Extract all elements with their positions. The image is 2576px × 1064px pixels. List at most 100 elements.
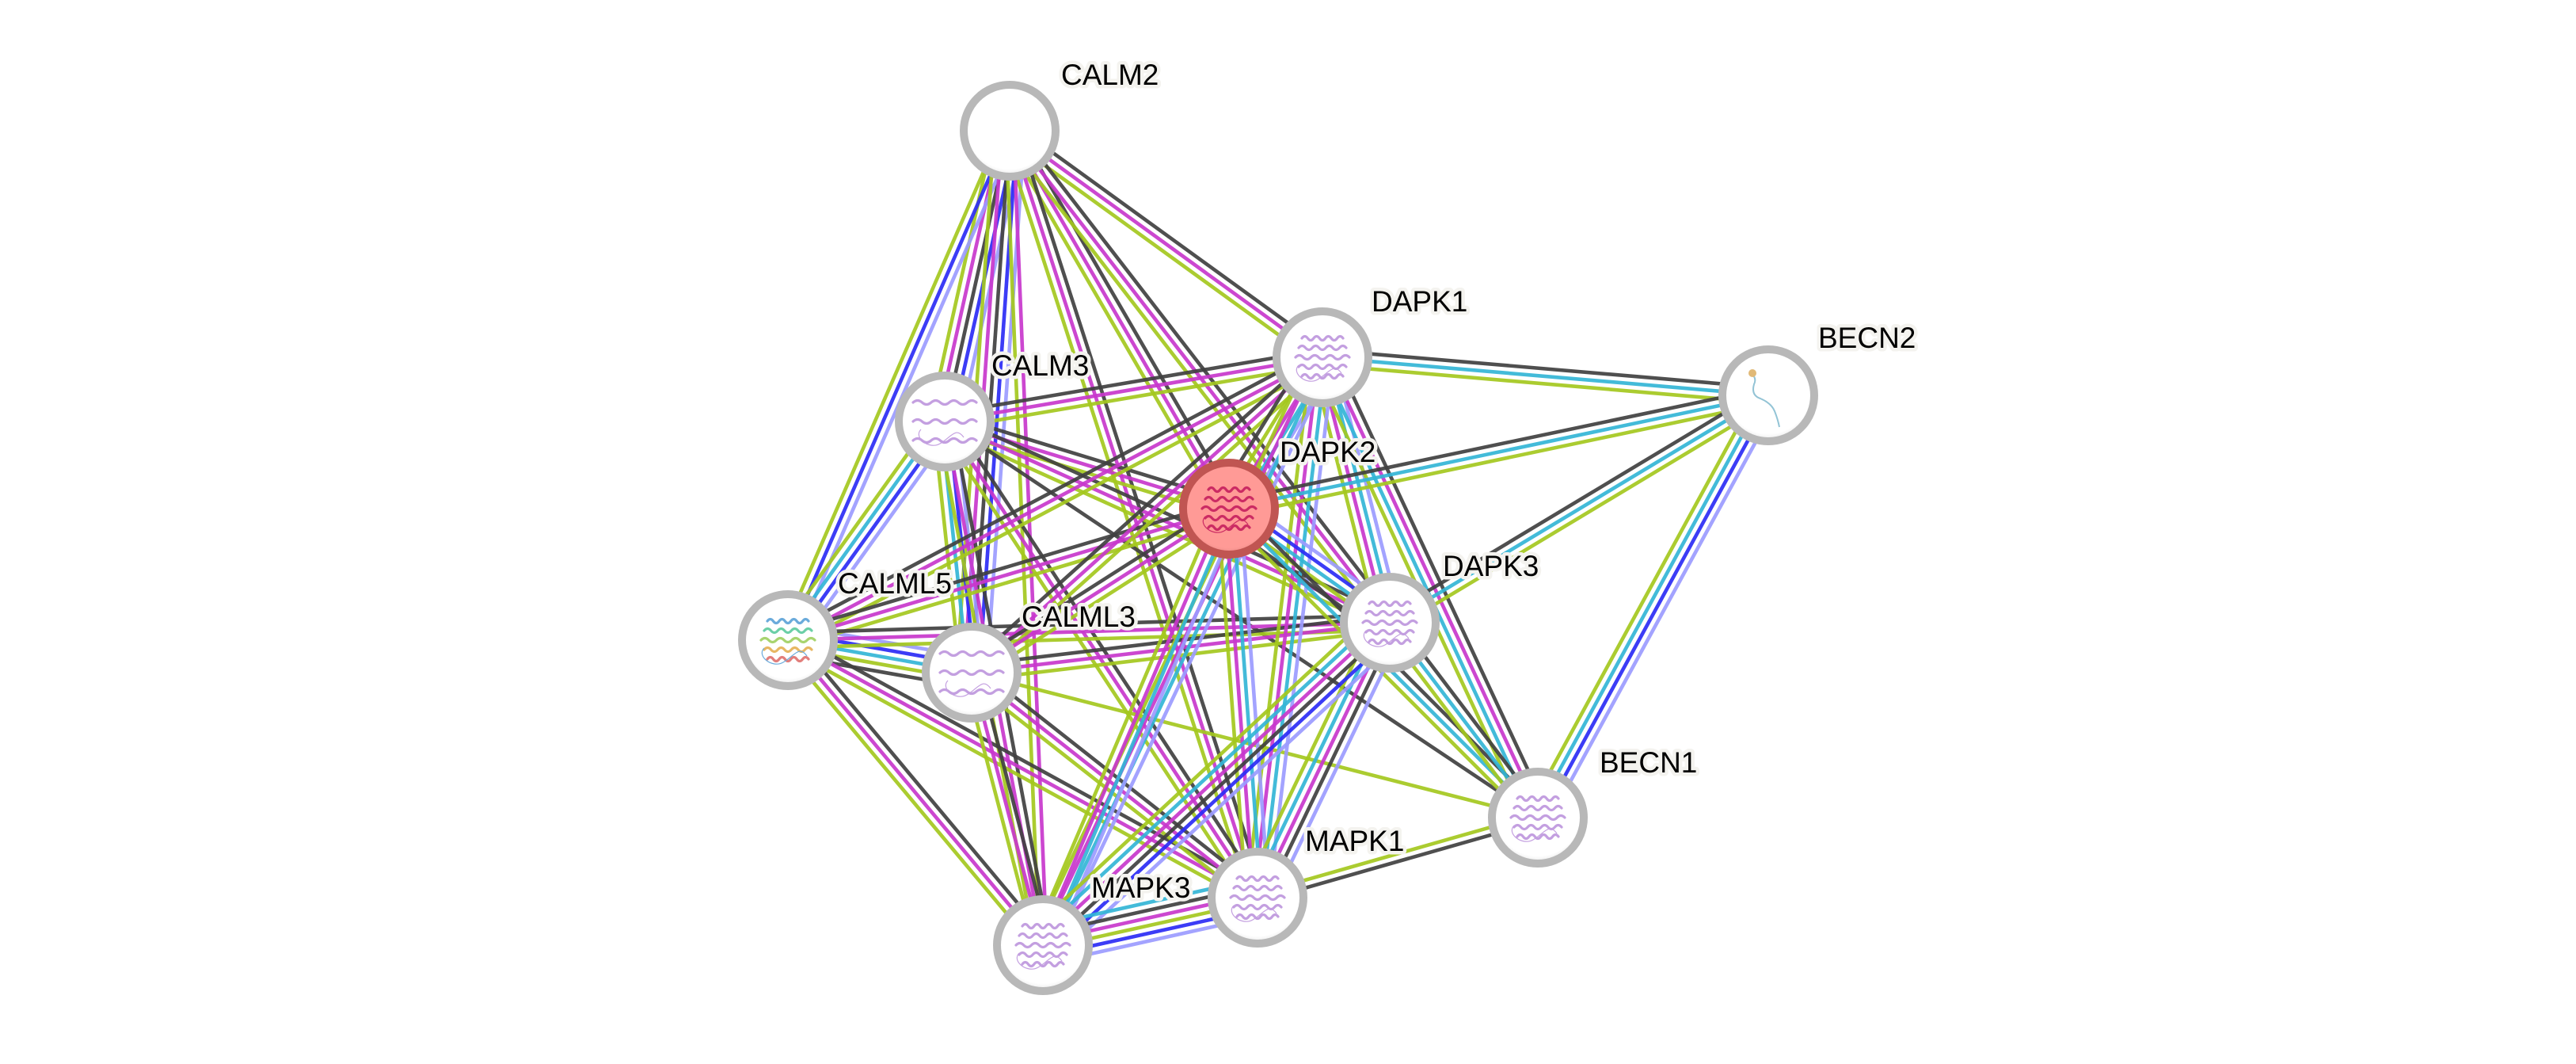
edge-calm2-dapk1[interactable] [1004,123,1328,365]
node-circle[interactable] [1488,768,1588,868]
edge-line-databases [1228,393,1769,511]
node-dapk1[interactable] [1273,307,1372,407]
node-becn1[interactable] [1488,768,1588,868]
edge-line-coexpression [1384,387,1766,618]
edge-line-coexpression [1014,126,1238,506]
edge-line-textmining [783,645,1255,906]
edge-dapk1-becn1[interactable] [1311,351,1550,824]
node-circle[interactable] [738,590,838,690]
node-calml5[interactable] [738,590,838,690]
node-label-calm3[interactable]: CALM3 [988,346,1093,386]
node-dapk2[interactable] [1179,459,1279,559]
node-circle[interactable] [922,623,1022,723]
edge-calml5-dapk1[interactable] [783,349,1327,649]
edge-line-homology [1266,358,1336,899]
edge-line-textmining [965,677,1254,906]
node-label-calml5[interactable]: CALML5 [835,564,956,604]
node-label-mapk3[interactable]: MAPK3 [1088,868,1194,908]
node-circle[interactable] [1340,573,1440,673]
node-calml3[interactable] [922,623,1022,723]
edge-dapk3-becn2[interactable] [1384,387,1774,631]
edge-line-coexpression [1262,625,1398,902]
edge-line-coexpression [965,350,1319,669]
edges-layer [777,123,1780,966]
node-label-dapk3[interactable]: DAPK3 [1440,547,1543,586]
edge-dapk1-mapk1[interactable] [1244,356,1336,899]
node-dapk3[interactable] [1340,573,1440,673]
protein-structure-icon [1229,875,1286,922]
edge-line-databases [1033,612,1383,939]
edge-line-textmining [1230,401,1771,518]
edge-line-coexpression [1014,124,1398,620]
node-mapk3[interactable] [993,895,1093,995]
node-label-dapk1[interactable]: DAPK1 [1368,282,1471,322]
node-label-becn2[interactable]: BECN2 [1815,318,1920,358]
edge-line-experiments [1223,509,1256,898]
node-label-becn1[interactable]: BECN1 [1596,743,1701,783]
protein-structure-icon [759,617,816,665]
edge-line-experiments [1008,129,1324,359]
nodes-layer [738,81,1818,995]
edge-line-homology [1051,512,1242,951]
edge-line-textmining [790,362,1327,649]
edge-line-coexpression [966,501,1227,668]
edge-calml5-mapk3[interactable] [780,634,1051,951]
edge-line-textmining [1030,503,1221,942]
edge-dapk3-mapk3[interactable] [1029,607,1404,961]
edge-line-coexpression [943,348,1322,416]
node-circle[interactable] [1718,345,1818,445]
edge-dapk2-mapk3[interactable] [1030,503,1242,951]
edge-calml5-dapk2[interactable] [785,499,1232,650]
node-circle[interactable] [895,372,995,471]
edge-line-databases [1532,392,1767,817]
edge-line-textmining [790,513,1232,650]
node-label-calml3[interactable]: CALML3 [1018,597,1140,637]
edge-calm3-dapk1[interactable] [943,348,1324,431]
edge-line-textmining [1321,363,1768,405]
edge-line-homology [1054,635,1404,961]
node-circle[interactable] [1273,307,1372,407]
edge-line-coexpression [1227,386,1767,503]
edge-line-coexpression [787,613,1390,635]
edge-line-experiments [1252,357,1321,898]
edge-becn2-becn1[interactable] [1526,389,1780,824]
edge-line-coexpression [1322,348,1770,390]
edge-calml3-dapk2[interactable] [966,501,1235,681]
edge-line-databases [1231,508,1264,898]
edge-line-textmining [972,628,1391,682]
edge-line-cooccurrence [1049,629,1399,955]
edge-line-databases [1259,357,1328,898]
node-circle[interactable] [1179,459,1279,559]
node-calm2[interactable] [960,81,1060,181]
edge-dapk2-mapk1[interactable] [1216,507,1271,899]
edge-line-textmining [946,363,1324,431]
edge-dapk2-becn2[interactable] [1227,386,1771,518]
edge-line-textmining [1526,389,1760,814]
node-becn2[interactable] [1718,345,1818,445]
edge-line-coexpression [792,634,1051,942]
edge-line-databases [1044,509,1235,948]
protein-structure-icon [938,650,1005,697]
edge-line-coexpression [783,349,1320,635]
node-circle[interactable] [960,81,1060,181]
edge-line-homology [1546,399,1780,824]
node-mapk1[interactable] [1208,848,1307,948]
edge-line-experiments [970,356,1324,674]
node-label-dapk2[interactable]: DAPK2 [1277,433,1379,472]
node-calm3[interactable] [895,372,995,471]
edge-line-experiments [786,638,1259,900]
edge-line-textmining [974,513,1235,681]
node-label-calm2[interactable]: CALM2 [1058,55,1162,95]
edge-line-coexpression [946,412,1232,504]
edge-line-experiments [786,639,1044,947]
edge-line-homology [1051,361,1334,951]
edge-line-databases [1322,355,1769,398]
edge-dapk1-becn2[interactable] [1321,348,1770,405]
node-circle[interactable] [993,895,1093,995]
protein-structure-icon [1200,486,1258,533]
edge-line-textmining [1392,400,1774,631]
protein-structure-icon [1361,600,1418,647]
node-label-mapk1[interactable]: MAPK1 [1302,822,1408,861]
node-circle[interactable] [1208,848,1307,948]
